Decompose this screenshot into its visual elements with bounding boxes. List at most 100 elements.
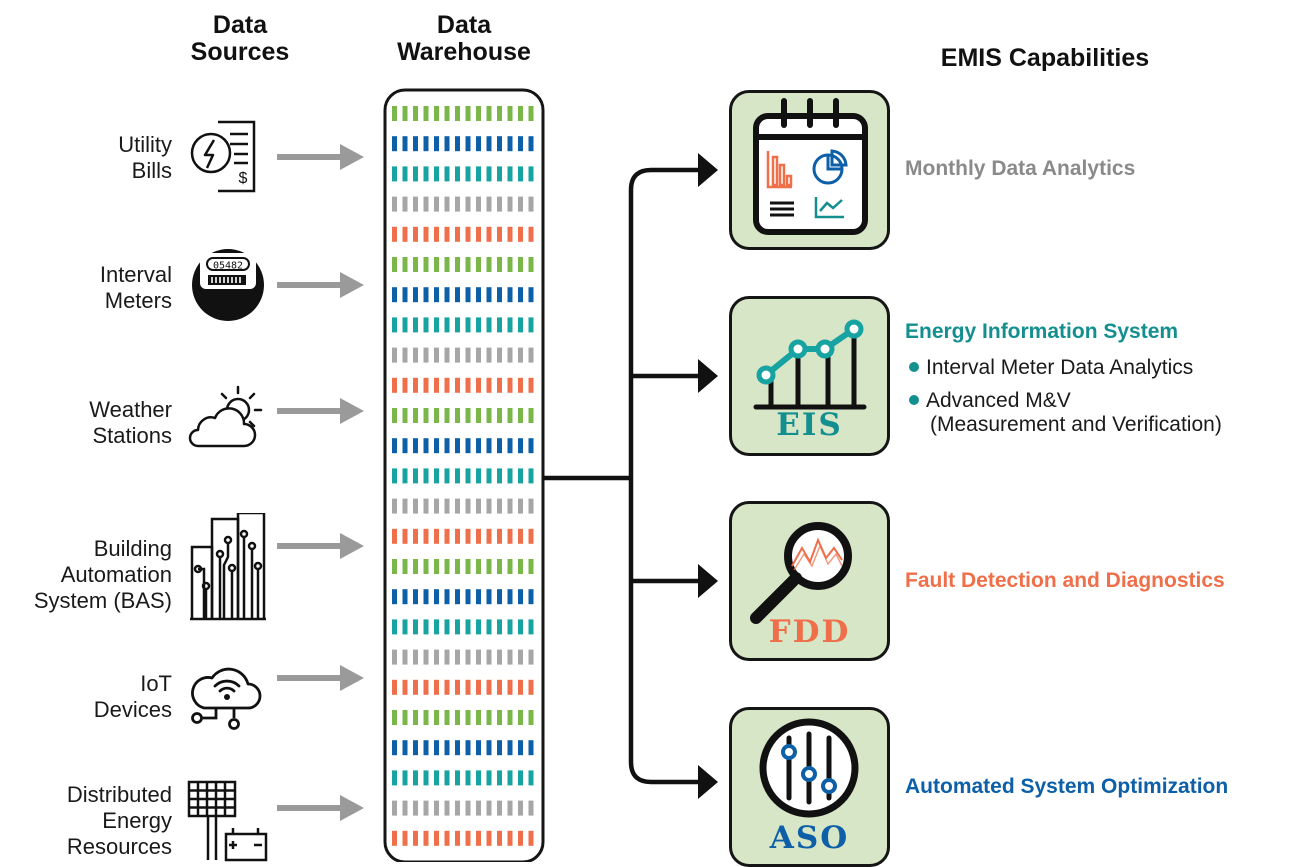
data-cell <box>423 710 429 725</box>
data-cell <box>476 226 481 242</box>
data-cell <box>528 679 534 695</box>
data-cell <box>497 498 502 514</box>
warehouse-row <box>392 196 534 212</box>
data-cell <box>465 438 471 454</box>
data-cell <box>392 468 397 484</box>
data-cell <box>486 589 492 605</box>
data-cell <box>518 226 523 242</box>
data-cell <box>413 317 418 333</box>
warehouse-row <box>392 257 534 272</box>
data-cell <box>518 649 523 665</box>
data-cell <box>486 800 492 816</box>
data-cell <box>434 136 439 152</box>
data-cell <box>413 619 418 635</box>
data-cell <box>444 408 450 423</box>
data-cell <box>413 710 418 725</box>
data-cell <box>507 377 513 393</box>
data-cell <box>528 559 534 574</box>
data-cell <box>434 740 439 756</box>
data-cell <box>402 740 408 756</box>
data-cell <box>413 740 418 756</box>
data-cell <box>518 257 523 272</box>
warehouse-row <box>392 528 534 544</box>
data-cell <box>392 287 397 303</box>
data-cell <box>402 408 408 423</box>
data-cell <box>507 408 513 423</box>
data-cell <box>476 589 481 605</box>
data-cell <box>476 106 481 121</box>
data-cell <box>455 257 460 272</box>
data-cell <box>392 347 397 363</box>
data-cell <box>413 196 418 212</box>
data-cell <box>497 347 502 363</box>
data-cell <box>476 619 481 635</box>
data-cell <box>497 257 502 272</box>
data-cell <box>434 287 439 303</box>
data-cell <box>434 589 439 605</box>
capability-title-fdd: Fault Detection and Diagnostics <box>905 569 1225 592</box>
data-cell <box>392 166 397 182</box>
data-cell <box>465 196 471 212</box>
data-cell <box>476 257 481 272</box>
data-cell <box>413 377 418 393</box>
data-cell <box>434 257 439 272</box>
data-cell <box>465 710 471 725</box>
data-cell <box>392 740 397 756</box>
data-cell <box>497 136 502 152</box>
data-cell <box>392 408 397 423</box>
data-cell <box>465 649 471 665</box>
warehouse-row <box>392 649 534 665</box>
source-arrow <box>277 144 364 170</box>
warehouse-row <box>392 770 534 786</box>
data-cell <box>423 408 429 423</box>
data-cell <box>434 317 439 333</box>
capability-title-aso: Automated System Optimization <box>905 775 1229 798</box>
data-cell <box>528 377 534 393</box>
data-cell <box>486 740 492 756</box>
data-cell <box>444 679 450 695</box>
data-cell <box>413 528 418 544</box>
data-cell <box>444 287 450 303</box>
data-cell <box>476 528 481 544</box>
data-cell <box>497 438 502 454</box>
data-cell <box>497 679 502 695</box>
data-cell <box>444 740 450 756</box>
data-cell <box>444 257 450 272</box>
data-cell <box>444 468 450 484</box>
data-cell <box>518 287 523 303</box>
emis-capabilities-header: EMIS Capabilities <box>940 44 1150 72</box>
data-cell <box>444 619 450 635</box>
data-cell <box>528 438 534 454</box>
data-cell <box>528 317 534 333</box>
warehouse-row <box>392 619 534 635</box>
data-cell <box>413 347 418 363</box>
data-cell <box>444 438 450 454</box>
data-cell <box>402 287 408 303</box>
data-cell <box>486 679 492 695</box>
capability-title-eis: Energy Information System <box>905 320 1179 343</box>
data-cell <box>528 619 534 635</box>
data-cell <box>423 498 429 514</box>
data-cell <box>444 830 450 846</box>
data-cell <box>455 438 460 454</box>
data-cell <box>486 468 492 484</box>
data-cell <box>486 287 492 303</box>
data-cell <box>497 287 502 303</box>
data-cell <box>455 830 460 846</box>
data-cell <box>423 196 429 212</box>
data-cell <box>507 528 513 544</box>
data-cell <box>402 498 408 514</box>
data-cell <box>465 830 471 846</box>
data-cell <box>434 800 439 816</box>
data-cell <box>392 257 397 272</box>
data-cell <box>507 226 513 242</box>
data-cell <box>444 166 450 182</box>
data-cell <box>518 498 523 514</box>
data-cell <box>486 619 492 635</box>
data-cell <box>444 589 450 605</box>
data-cell <box>392 710 397 725</box>
data-cell <box>444 106 450 121</box>
data-cell <box>528 468 534 484</box>
